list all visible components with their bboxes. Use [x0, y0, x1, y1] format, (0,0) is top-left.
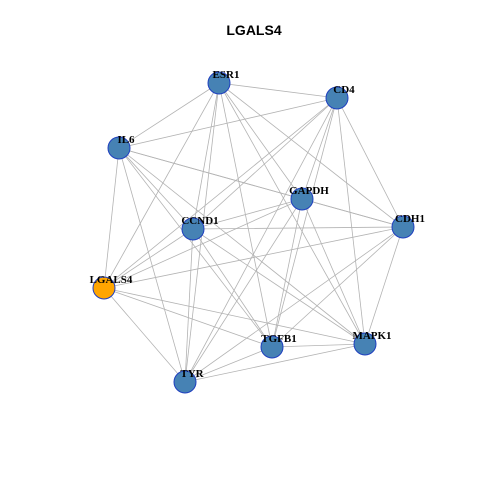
edge-il6-ccnd1	[118, 147, 194, 230]
diagram-title: LGALS4	[226, 22, 281, 38]
edge-esr1-gapdh	[218, 82, 303, 200]
edge-esr1-lgals4	[103, 82, 220, 289]
node-circle-gapdh	[290, 187, 314, 211]
node-cd4: CD4	[325, 84, 355, 110]
node-label-gapdh: GAPDH	[289, 185, 329, 197]
node-circle-il6	[107, 136, 131, 160]
node-cdh1: CDH1	[391, 213, 425, 239]
edge-cd4-gapdh	[301, 97, 338, 200]
node-label-esr1: ESR1	[213, 69, 240, 81]
edge-gapdh-tgfb1	[271, 198, 303, 348]
node-label-ccnd1: CCND1	[181, 215, 218, 227]
node-lgals4: LGALS4	[90, 274, 133, 300]
node-circle-esr1	[207, 71, 231, 95]
edge-ccnd1-lgals4	[103, 228, 194, 289]
node-circle-ccnd1	[181, 217, 205, 241]
edge-lgals4-tgfb1	[103, 287, 273, 348]
edge-layer	[103, 82, 404, 383]
node-circle-lgals4	[92, 276, 116, 300]
edge-esr1-cd4	[218, 82, 338, 99]
edge-esr1-il6	[118, 82, 220, 149]
node-circle-cd4	[325, 86, 349, 110]
edge-cdh1-tyr	[184, 226, 404, 383]
edge-ccnd1-tgfb1	[192, 228, 273, 348]
edge-esr1-ccnd1	[192, 82, 220, 230]
node-il6: IL6	[107, 134, 135, 160]
node-tgfb1: TGFB1	[260, 333, 297, 359]
node-mapk1: MAPK1	[352, 330, 392, 356]
edge-gapdh-mapk1	[301, 198, 366, 345]
node-label-cdh1: CDH1	[395, 213, 425, 225]
node-circle-tgfb1	[260, 335, 284, 359]
node-ccnd1: CCND1	[181, 215, 219, 241]
node-label-il6: IL6	[117, 134, 135, 146]
node-circle-mapk1	[353, 332, 377, 356]
edge-gapdh-cdh1	[301, 198, 404, 228]
edge-lgals4-tyr	[103, 287, 186, 383]
edge-esr1-tgfb1	[218, 82, 273, 348]
node-label-tgfb1: TGFB1	[261, 333, 296, 345]
edge-mapk1-tgfb1	[271, 343, 366, 348]
edge-il6-lgals4	[103, 147, 120, 289]
edge-ccnd1-tyr	[184, 228, 194, 383]
node-circle-cdh1	[391, 215, 415, 239]
node-gapdh: GAPDH	[289, 185, 329, 211]
edge-cd4-il6	[118, 97, 338, 149]
edge-gapdh-ccnd1	[192, 198, 303, 230]
node-circle-tyr	[173, 370, 197, 394]
node-label-cd4: CD4	[333, 84, 355, 96]
edge-esr1-cdh1	[218, 82, 404, 228]
edge-tgfb1-tyr	[184, 346, 273, 383]
edge-mapk1-tyr	[184, 343, 366, 383]
edge-il6-tyr	[118, 147, 186, 383]
edge-ccnd1-cdh1	[192, 226, 404, 230]
edge-ccnd1-mapk1	[192, 228, 366, 345]
edge-cd4-tgfb1	[271, 97, 338, 348]
node-label-tyr: TYR	[180, 368, 204, 380]
edge-esr1-mapk1	[218, 82, 366, 345]
edge-cdh1-lgals4	[103, 226, 404, 289]
edge-cd4-lgals4	[103, 97, 338, 289]
edge-il6-mapk1	[118, 147, 366, 345]
edge-il6-tgfb1	[118, 147, 273, 348]
edge-cd4-tyr	[184, 97, 338, 383]
edge-cd4-ccnd1	[192, 97, 338, 230]
node-tyr: TYR	[173, 368, 205, 394]
edge-lgals4-mapk1	[103, 287, 366, 345]
edge-cd4-cdh1	[336, 97, 404, 228]
node-esr1: ESR1	[207, 69, 240, 95]
node-label-mapk1: MAPK1	[352, 330, 391, 342]
node-label-lgals4: LGALS4	[90, 274, 133, 286]
edge-cdh1-mapk1	[364, 226, 404, 345]
edge-cd4-mapk1	[336, 97, 366, 345]
edge-gapdh-tyr	[184, 198, 303, 383]
edge-cdh1-tgfb1	[271, 226, 404, 348]
